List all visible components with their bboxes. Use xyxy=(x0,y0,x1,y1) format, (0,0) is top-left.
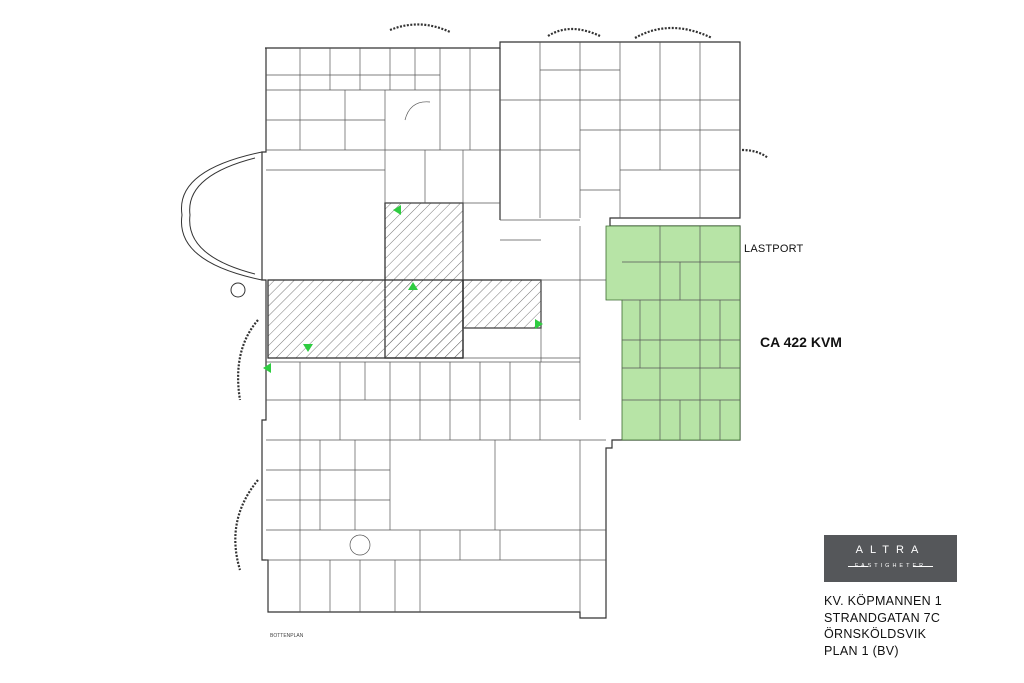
area-label: CA 422 KVM xyxy=(760,334,842,350)
landscape-edges xyxy=(234,23,769,571)
property-name: KV. KÖPMANNEN 1 xyxy=(824,594,942,608)
logo-subtitle: FASTIGHETER xyxy=(854,563,927,569)
floor-caption: BOTTENPLAN xyxy=(270,633,304,639)
loading-dock-label: LASTPORT xyxy=(744,243,804,255)
emergency-exit-arrows xyxy=(263,205,543,373)
city: ÖRNSKÖLDSVIK xyxy=(824,627,927,641)
hatched-zones xyxy=(267,202,542,359)
highlighted-rental-area xyxy=(605,225,741,441)
interior-walls xyxy=(266,42,740,612)
logo-divider-right xyxy=(913,566,933,567)
company-logo: ALTRA FASTIGHETER xyxy=(824,535,957,582)
street-address: STRANDGATAN 7C xyxy=(824,610,941,625)
rotunda xyxy=(180,151,263,298)
floor-level: PLAN 1 (BV) xyxy=(824,643,899,658)
property-info: KV. KÖPMANNEN 1 STRANDGATAN 7C ÖRNSKÖLDS… xyxy=(824,593,942,659)
logo-name: ALTRA xyxy=(855,544,926,556)
logo-divider-left xyxy=(848,566,868,567)
building-outline xyxy=(261,41,741,619)
